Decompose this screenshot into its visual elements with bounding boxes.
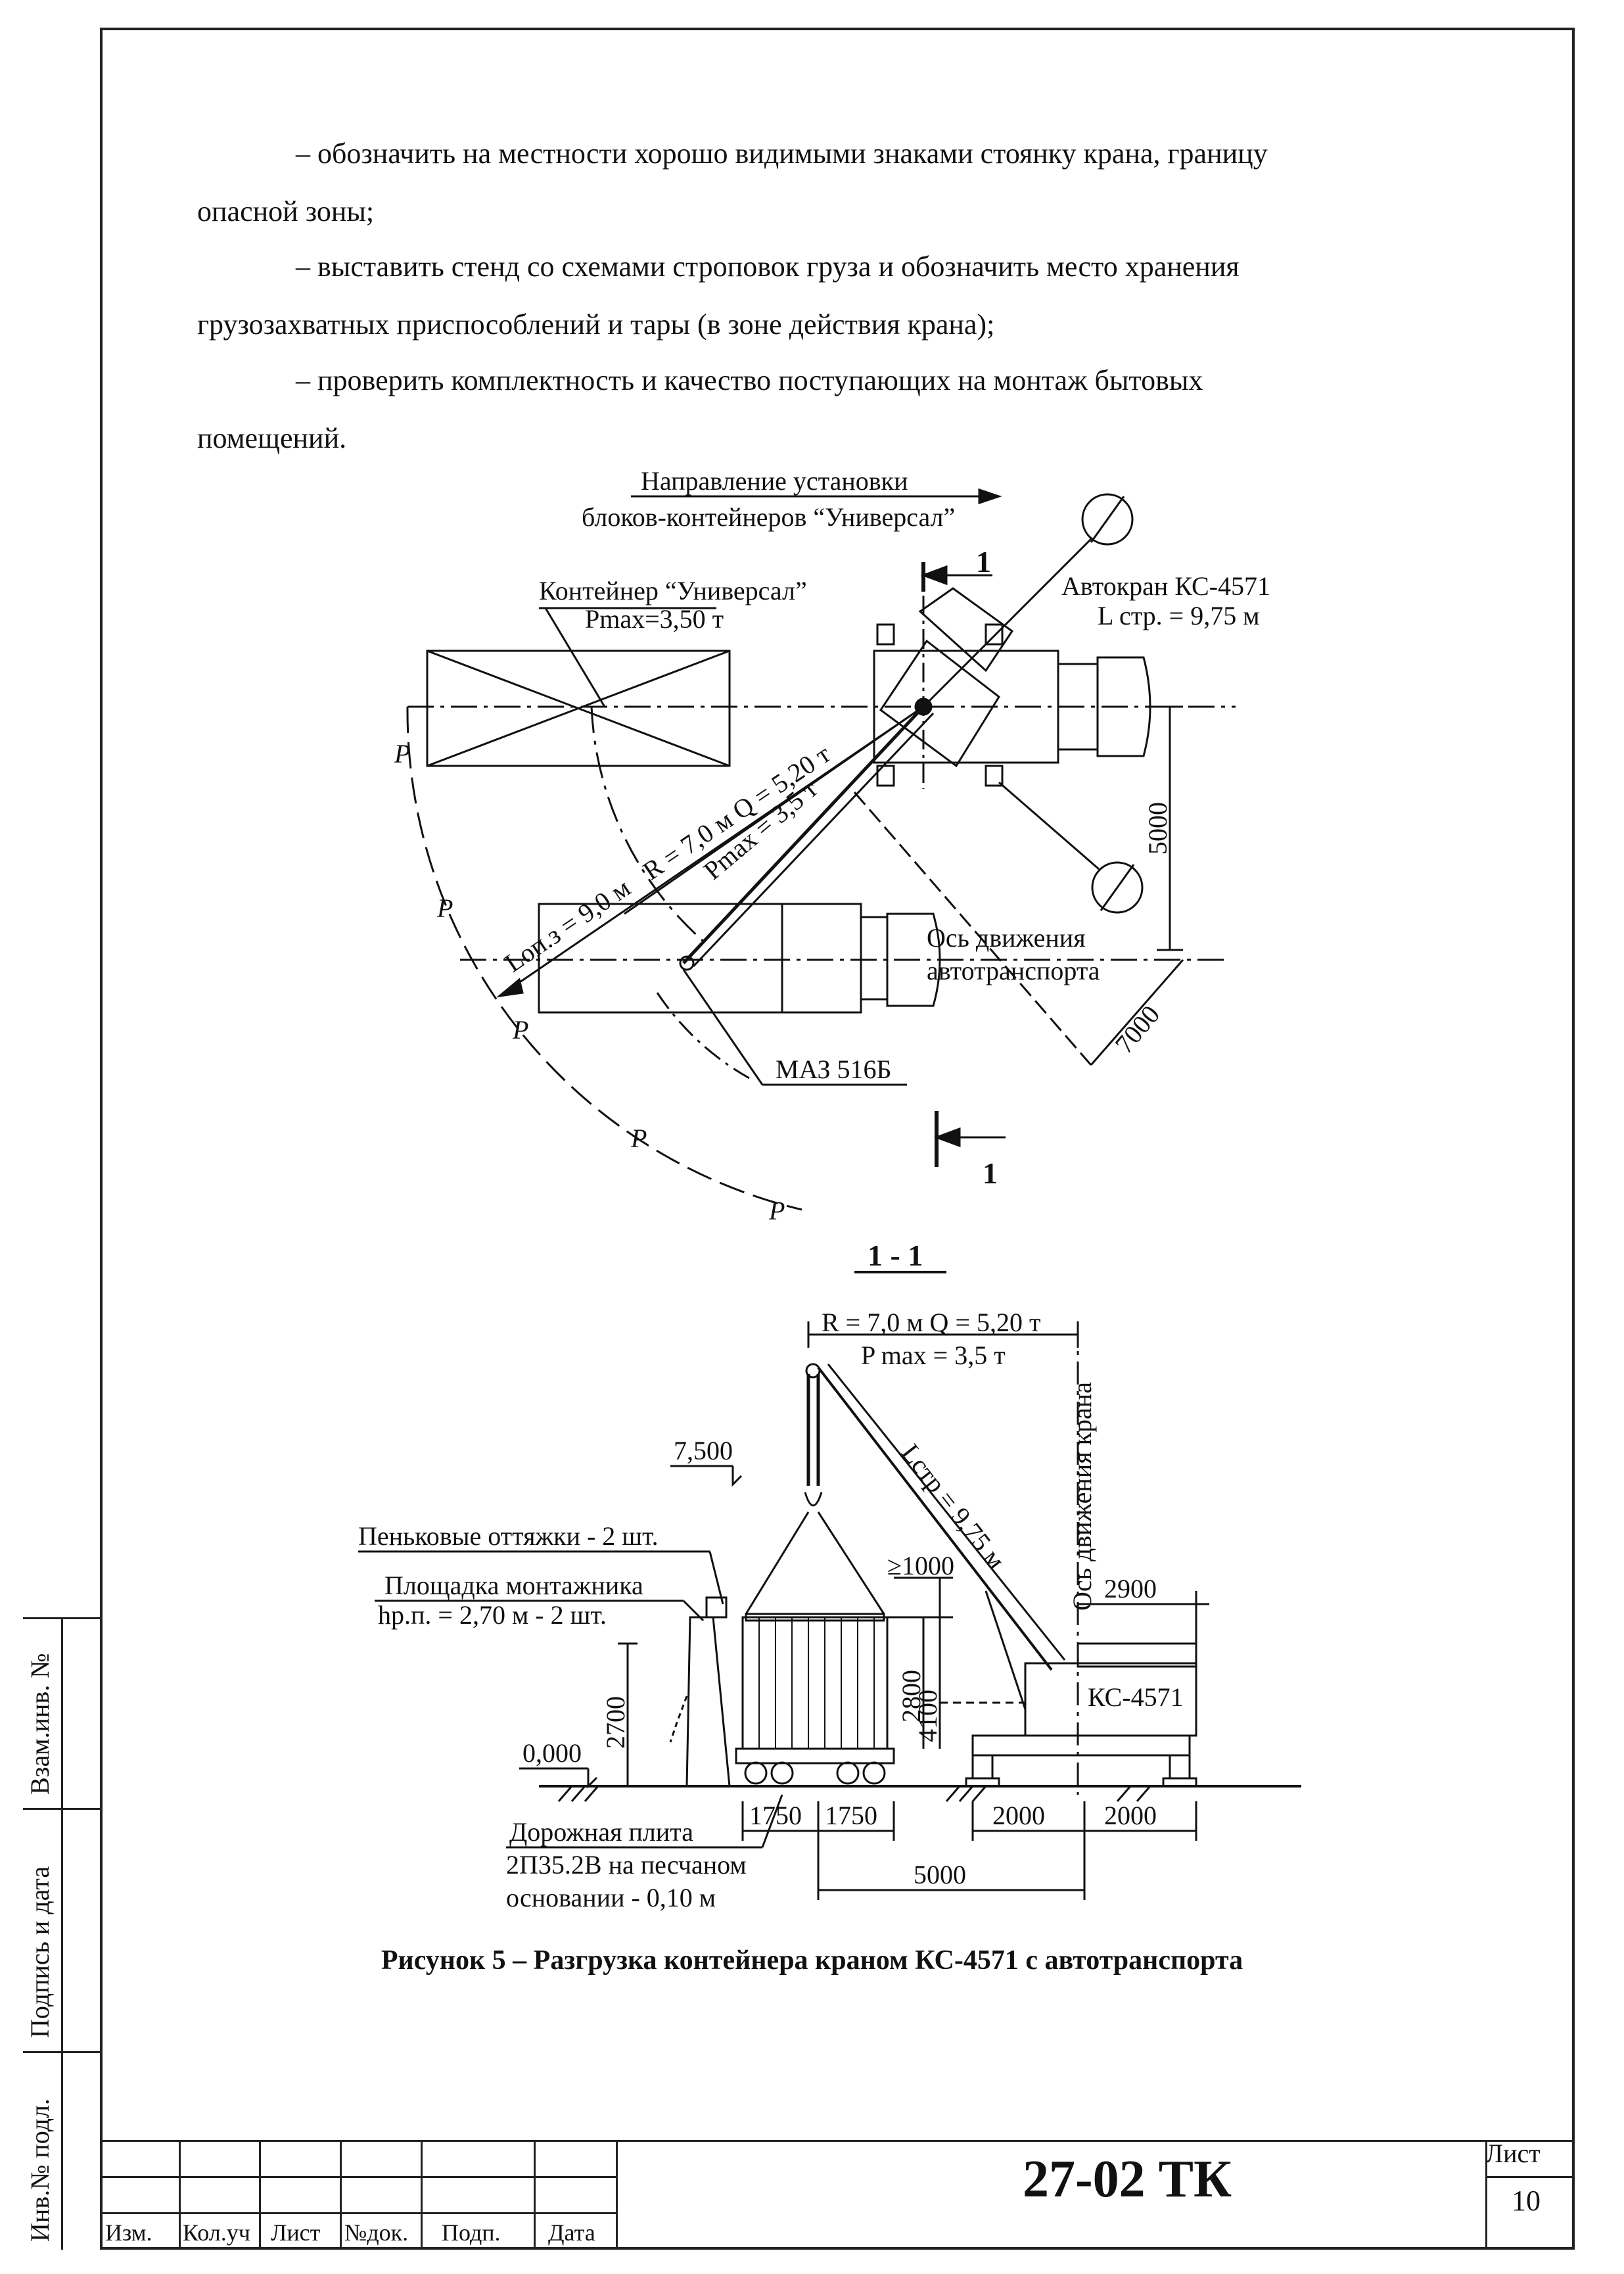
plan-direction-label-2: блоков-контейнеров “Универсал” (582, 502, 955, 532)
plan-dim-5000: 5000 (1143, 802, 1172, 855)
document-code: 27-02 ТК (1022, 2150, 1232, 2208)
plan-direction-label: Направление установки (641, 466, 908, 496)
dim-2900: 2900 (1104, 1574, 1157, 1603)
plan-truck-label: МАЗ 516Б (776, 1054, 891, 1084)
side-stamp-row-top (23, 1617, 100, 1619)
tb-header-izm: Изм. (105, 2219, 152, 2246)
paragraph-1-line-2: опасной зоны; (197, 195, 375, 227)
sheet-number: 10 (1512, 2185, 1541, 2217)
plan-danger-label: Lоп.з = 9,0 м (499, 872, 636, 978)
section-pmax-label: P max = 3,5 т (861, 1340, 1006, 1370)
side-stamp-inv-swap: Взам.инв. № (25, 1653, 55, 1795)
plan-crane-counterweight (918, 587, 1014, 673)
guy-ropes-label: Пеньковые оттяжки - 2 шт. (358, 1521, 659, 1551)
slab-label-1: Дорожная плита (509, 1817, 693, 1847)
outrigger (876, 765, 895, 787)
paragraph-2-line-1: – выставить стенд со схемами строповок г… (296, 250, 1240, 283)
direction-arrowhead (978, 488, 1002, 505)
slab-label-3: основании - 0,10 м (506, 1883, 716, 1912)
plan-container (426, 650, 731, 767)
side-stamp-inv-orig: Инв.№ подл. (25, 2098, 55, 2242)
side-stamp: Взам.инв. № Подпись и дата Инв.№ подл. (23, 1617, 100, 2250)
paragraph-3-line-1: – проверить комплектность и качество пос… (296, 364, 1203, 396)
tb-header-kolich: Кол.уч (183, 2219, 250, 2246)
tb-header-data: Дата (548, 2219, 595, 2246)
plan-crane-boom: L стр. = 9,75 м (1098, 601, 1260, 630)
section-mark-bottom: 1 (983, 1156, 998, 1190)
section-hook (804, 1492, 823, 1507)
installer-platform (685, 1616, 731, 1788)
side-stamp-row-3 (23, 2051, 100, 2053)
plan-truck-cab (886, 912, 941, 1007)
plan-crane-title: Автокран КС-4571 (1061, 571, 1270, 601)
dim-1750-left: 1750 (749, 1801, 802, 1830)
dim-2000-right: 2000 (1104, 1801, 1157, 1830)
outrigger (876, 623, 895, 646)
section-radius-label: R = 7,0 м Q = 5,20 т (822, 1308, 1040, 1337)
paragraph-3-line-2: помещений. (197, 422, 347, 454)
plan-crane-turntable (879, 639, 1000, 768)
tb-header-list: Лист (271, 2219, 321, 2246)
sling-right (817, 1511, 885, 1615)
dim-4100: 4100 (913, 1690, 942, 1742)
paragraph-2-line-2: грузозахватных приспособлений и тары (в … (197, 308, 995, 341)
slab-label-2: 2П35.2В на песчаном (506, 1850, 747, 1880)
figure-caption: Рисунок 5 – Разгрузка контейнера краном … (381, 1945, 1243, 1976)
paragraph-2: – выставить стенд со схемами строповок г… (197, 238, 1472, 354)
danger-mark: Р (394, 739, 410, 769)
plan-crane-cab (1096, 656, 1151, 757)
danger-mark: Р (768, 1196, 785, 1225)
plan-container-weight: Pmax=3,50 т (585, 604, 724, 634)
tb-header-ndok: №док. (344, 2219, 409, 2246)
elevation-top: 7,500 (674, 1436, 733, 1465)
working-radius-arc (590, 706, 710, 948)
danger-mark: Р (630, 1124, 647, 1153)
dim-7000-line (1090, 959, 1184, 1066)
side-stamp-row-2 (23, 1808, 100, 1810)
page-frame (100, 28, 1575, 2250)
section-crane-name: КС-4571 (1088, 1682, 1184, 1712)
truck-leader (682, 969, 764, 1085)
paragraph-1-line-1: – обозначить на местности хорошо видимым… (296, 137, 1268, 170)
marker-circle-top (1081, 493, 1134, 546)
outrigger (985, 765, 1004, 787)
marker-circle-bottom (1091, 861, 1144, 914)
tb-header-podp: Подп. (442, 2219, 501, 2246)
plan-traffic-axis-2: автотранспорта (927, 956, 1100, 985)
danger-zone-arc (406, 706, 802, 1211)
dim-1750-right: 1750 (825, 1801, 877, 1830)
paragraph-3: – проверить комплектность и качество пос… (197, 352, 1472, 467)
section-crane-axis: Ось движения крана (1067, 1382, 1097, 1611)
section-container (741, 1616, 889, 1750)
danger-mark: Р (512, 1015, 528, 1045)
dim-2800: 2800 (896, 1670, 926, 1722)
side-stamp-sign-date: Подпись и дата (25, 1866, 55, 2038)
dim-5000-bottom: 5000 (914, 1860, 966, 1889)
sling-left (745, 1511, 810, 1615)
section-mark-top: 1 (976, 545, 991, 579)
outrigger (985, 623, 1004, 646)
side-stamp-divider (61, 1617, 63, 2250)
plan-dim-7000: 7000 (1109, 1000, 1165, 1059)
platform-label-1: Площадка монтажника (384, 1571, 643, 1600)
container-leader (544, 607, 606, 707)
section-truck-frame (735, 1747, 895, 1765)
elevation-zero: 0,000 (522, 1738, 582, 1768)
plan-hook (679, 955, 695, 971)
plan-container-title: Контейнер “Универсал” (539, 576, 807, 605)
dim-1000: ≥1000 (887, 1551, 954, 1580)
danger-mark: Р (436, 893, 453, 923)
paragraph-1: – обозначить на местности хорошо видимым… (197, 125, 1472, 241)
section-title: 1 - 1 (868, 1239, 923, 1272)
plan-traffic-axis-1: Ось движения (927, 923, 1086, 953)
plan-boom (682, 705, 925, 964)
sheet-label: Лист (1485, 2139, 1541, 2168)
dim-2700: 2700 (601, 1696, 630, 1749)
section-boom (817, 1366, 1053, 1671)
platform-label-2: hр.п. = 2,70 м - 2 шт. (378, 1600, 607, 1630)
dim-2000-left: 2000 (992, 1801, 1045, 1830)
title-block: Изм. Кол.уч Лист №док. Подп. Дата (100, 2140, 1575, 2250)
